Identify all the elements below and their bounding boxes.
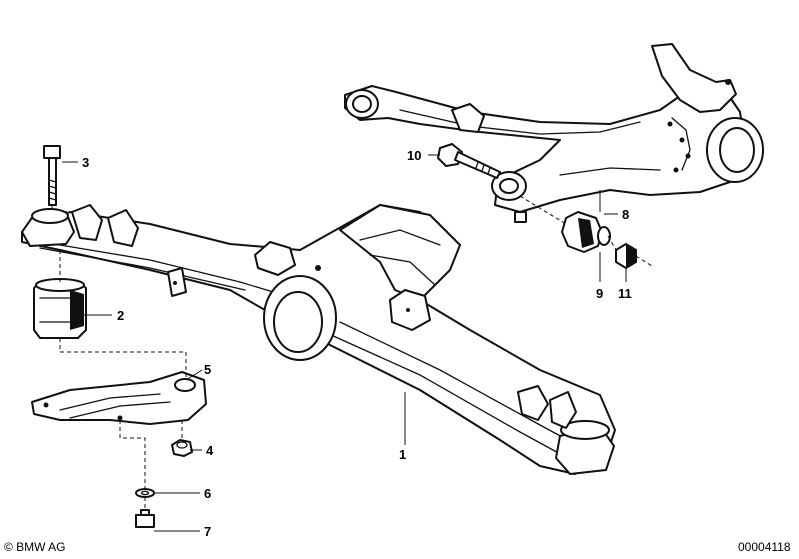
hex-bolt-lower[interactable] bbox=[135, 509, 155, 528]
image-number: 00004118 bbox=[738, 540, 791, 554]
self-locking-nut[interactable] bbox=[615, 243, 637, 269]
rubber-mount[interactable] bbox=[33, 278, 87, 339]
callout-4[interactable]: 4 bbox=[206, 443, 214, 458]
callout-3[interactable]: 3 bbox=[82, 155, 89, 170]
trailing-arm[interactable] bbox=[344, 43, 764, 223]
callout-5[interactable]: 5 bbox=[204, 362, 211, 377]
washer[interactable] bbox=[135, 488, 155, 498]
callout-1[interactable]: 1 bbox=[399, 447, 406, 462]
callout-10[interactable]: 10 bbox=[407, 148, 421, 163]
hex-nut[interactable] bbox=[171, 439, 193, 457]
hex-bolt-arm[interactable] bbox=[437, 143, 501, 179]
rear-axle-carrier[interactable] bbox=[21, 204, 616, 475]
rubber-bushing[interactable] bbox=[561, 211, 611, 253]
hex-bolt[interactable] bbox=[43, 145, 61, 206]
callout-6[interactable]: 6 bbox=[204, 486, 211, 501]
leader-lines bbox=[51, 154, 653, 532]
callout-8[interactable]: 8 bbox=[622, 207, 629, 222]
callout-11[interactable]: 11 bbox=[618, 286, 632, 301]
callout-7[interactable]: 7 bbox=[204, 524, 211, 539]
callout-9[interactable]: 9 bbox=[596, 286, 603, 301]
support-bracket[interactable] bbox=[31, 371, 207, 425]
callout-2[interactable]: 2 bbox=[117, 308, 124, 323]
brand-copyright: © BMW AG bbox=[4, 540, 66, 554]
callout-labels: 1 2 3 4 5 6 7 8 9 10 11 bbox=[82, 148, 632, 539]
